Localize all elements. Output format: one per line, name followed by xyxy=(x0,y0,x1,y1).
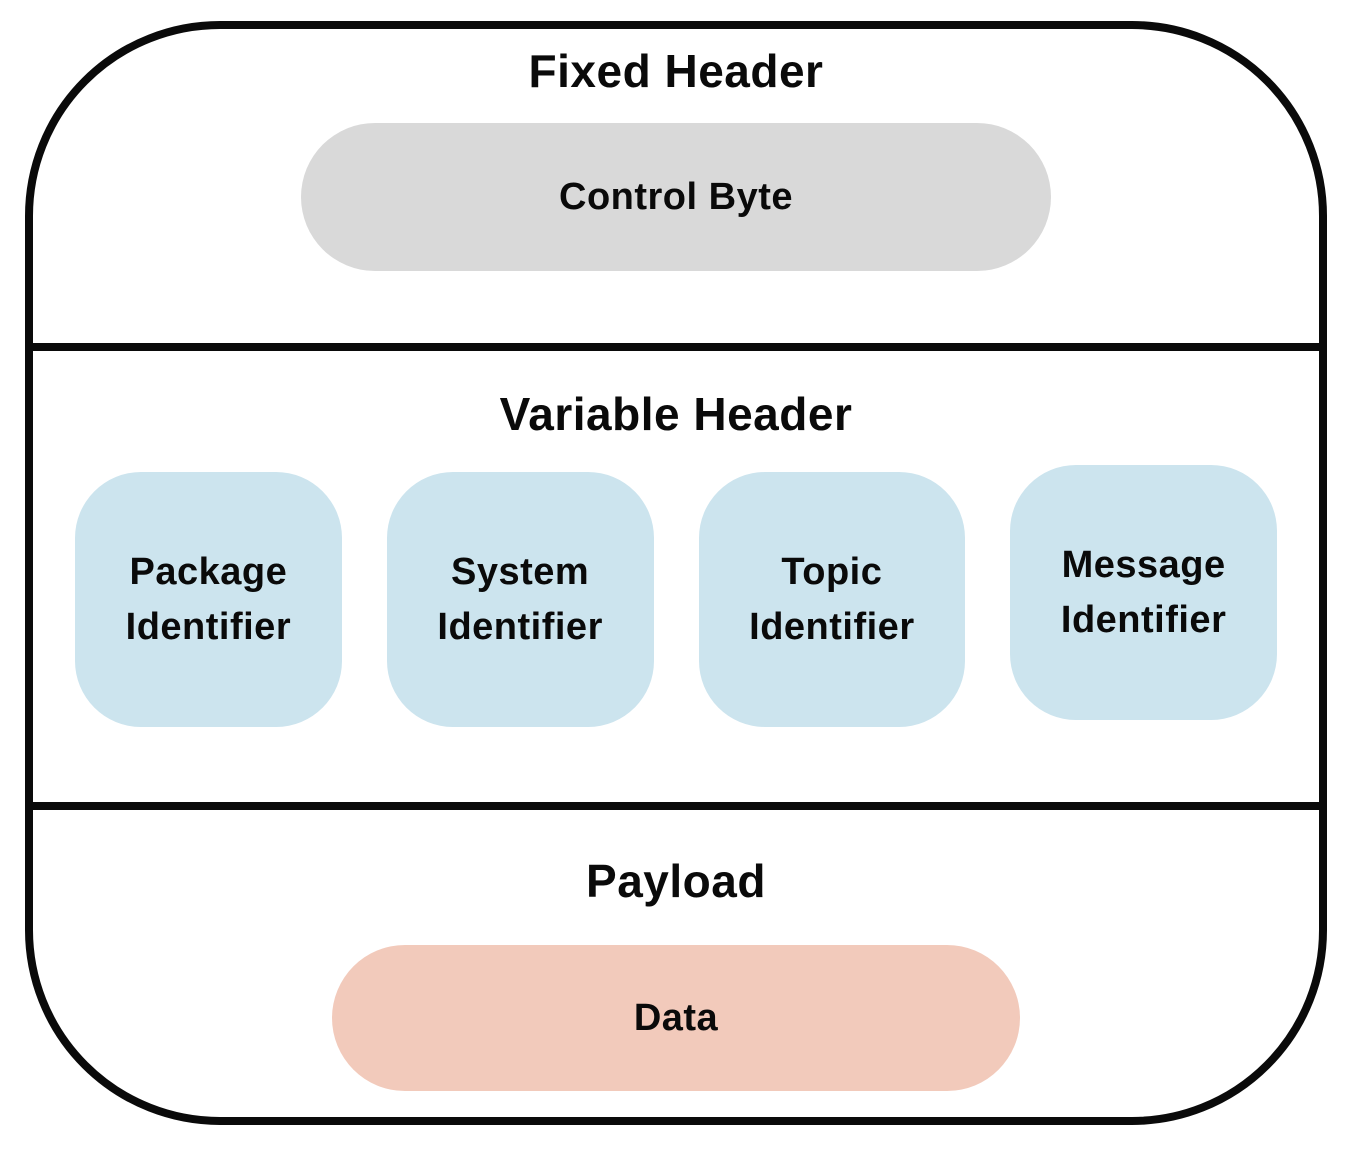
variable-header-title: Variable Header xyxy=(499,388,853,440)
system-identifier-block: System Identifier xyxy=(386,472,654,727)
control-byte-label: Control Byte xyxy=(559,175,793,218)
section-variable-header: Variable Header Package Identifier Syste… xyxy=(33,351,1319,810)
message-identifier-block: Message Identifier xyxy=(1010,465,1277,720)
package-identifier-block: Package Identifier xyxy=(75,472,342,727)
system-identifier-label: System Identifier xyxy=(437,550,603,648)
data-label: Data xyxy=(633,996,719,1039)
fixed-header-title: Fixed Header xyxy=(528,45,824,97)
section-fixed-header: Fixed Header Control Byte xyxy=(33,29,1319,351)
data-block: Data xyxy=(332,945,1020,1091)
topic-identifier-label: Topic Identifier xyxy=(749,550,915,648)
package-identifier-label: Package Identifier xyxy=(125,550,292,648)
identifier-row: Package Identifier System Identifier Top… xyxy=(33,465,1319,727)
topic-identifier-block: Topic Identifier xyxy=(698,472,966,727)
packet-frame: Fixed Header Control Byte Variable Heade… xyxy=(25,21,1327,1125)
message-identifier-label: Message Identifier xyxy=(1060,543,1227,641)
payload-title: Payload xyxy=(586,855,766,907)
control-byte-block: Control Byte xyxy=(301,123,1051,271)
section-payload: Payload Data xyxy=(33,810,1319,1117)
